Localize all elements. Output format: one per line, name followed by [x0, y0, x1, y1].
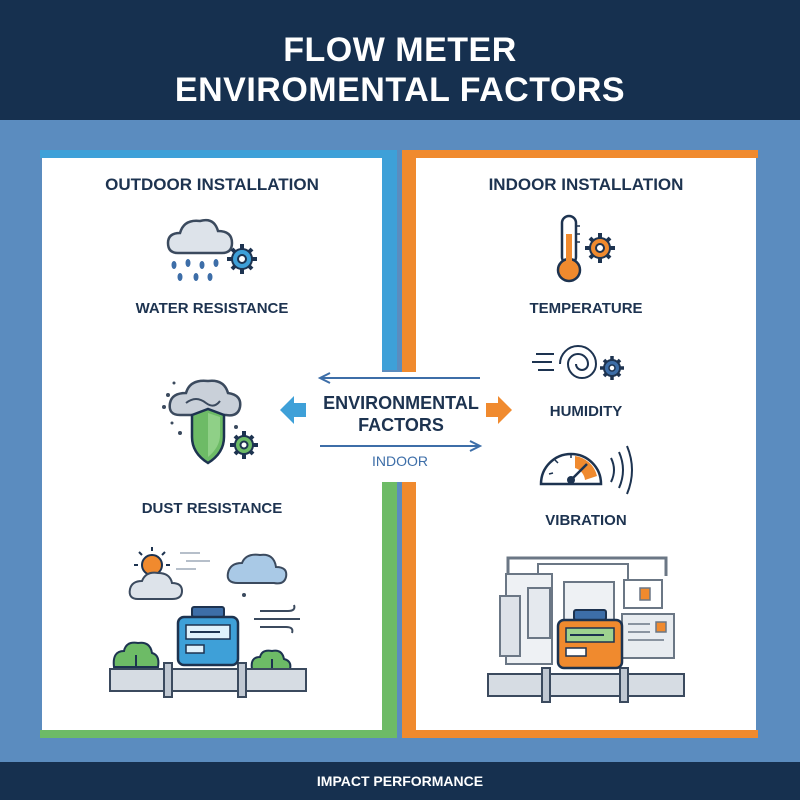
- center-label-line-1: ENVIRONMENTAL: [323, 393, 479, 413]
- center-overlay: [300, 372, 500, 482]
- tree-right: [250, 649, 292, 670]
- thermometer-gear-icon: [556, 214, 615, 283]
- dust-shield-gear-icon: [162, 379, 258, 465]
- outdoor-panel-border-top: [40, 150, 397, 158]
- header-banner: FLOW METER ENVIROMENTAL FACTORS: [0, 0, 800, 120]
- center-label: ENVIRONMENTAL FACTORS: [315, 392, 487, 436]
- indoor-panel-border-top: [402, 150, 758, 158]
- footer-banner: IMPACT PERFORMANCE: [0, 762, 800, 800]
- temperature-label: TEMPERATURE: [529, 300, 643, 317]
- wind-icon: [254, 604, 300, 634]
- indoor-panel-border-bottom: [402, 730, 758, 738]
- title-line-2: ENVIROMENTAL FACTORS: [174, 71, 626, 109]
- center-label-line-2: FACTORS: [358, 415, 444, 435]
- water-resistance-label: WATER RESISTANCE: [135, 300, 289, 317]
- left-blue-arrow: [280, 396, 306, 424]
- top-thin-arrow: [317, 372, 480, 384]
- outdoor-meter-scene: [109, 547, 307, 698]
- bottom-thin-arrow: [320, 440, 483, 452]
- outdoor-panel-border-right-blue: [382, 150, 397, 370]
- vibration-gauge-icon: [539, 445, 633, 495]
- rain-cloud-gear-icon: [166, 218, 257, 281]
- humidity-swirl-gear-icon: [532, 345, 624, 380]
- humidity-label: HUMIDITY: [549, 403, 623, 420]
- vibration-label: VIBRATION: [545, 512, 627, 529]
- dust-resistance-label: DUST RESISTANCE: [141, 500, 283, 517]
- indoor-title: INDOOR INSTALLATION: [488, 175, 684, 194]
- outdoor-panel-border-bottom: [40, 730, 397, 738]
- center-sub-label: INDOOR: [372, 453, 428, 469]
- indoor-meter-scene: [487, 556, 685, 703]
- outdoor-title: OUTDOOR INSTALLATION: [105, 175, 319, 194]
- right-orange-arrow: [486, 396, 512, 424]
- sun-icon: [134, 547, 170, 576]
- outdoor-panel-border-right-green: [382, 470, 397, 738]
- title-line-1: FLOW METER: [283, 31, 517, 69]
- tree-left: [112, 641, 160, 668]
